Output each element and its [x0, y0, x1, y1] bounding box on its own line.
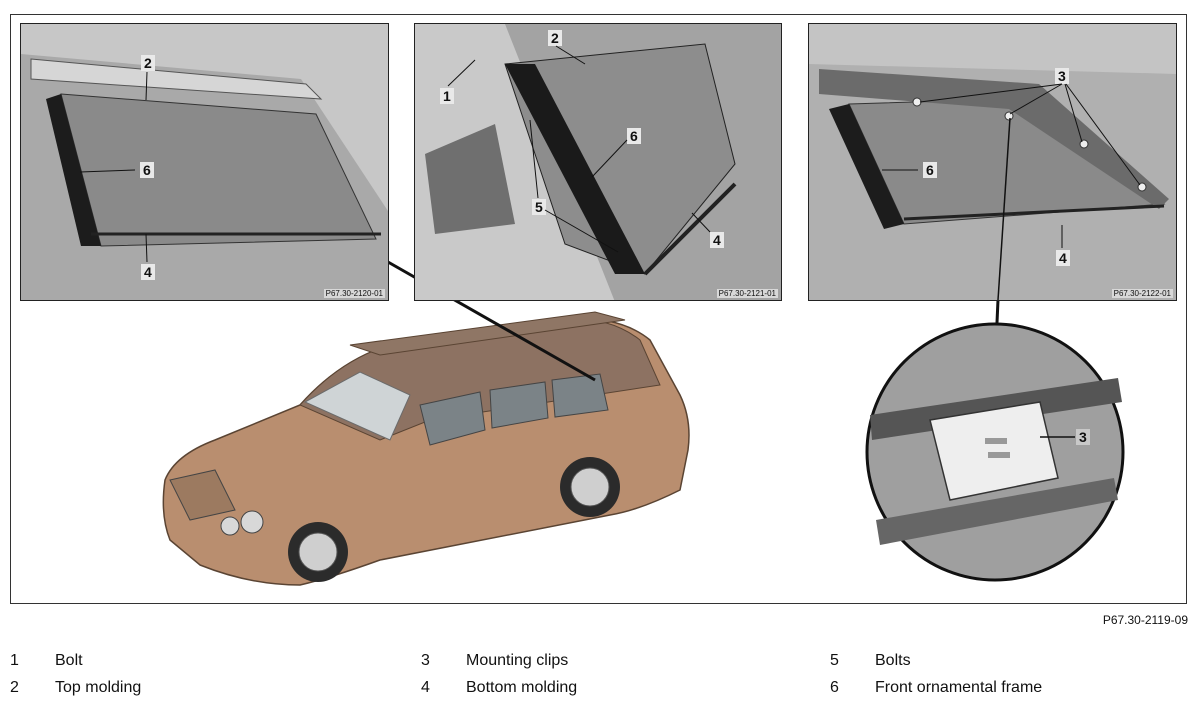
legend-number: 6 — [830, 679, 839, 696]
legend-item: 5 Bolts — [830, 651, 1130, 671]
legend-item: 2 Top molding — [10, 678, 310, 698]
legend-label: Mounting clips — [466, 652, 569, 669]
photo-panel-3: P67.30-2122-01 — [808, 23, 1177, 301]
legend-number: 4 — [421, 679, 430, 696]
callout-label: 2 — [548, 30, 562, 46]
legend-number: 5 — [830, 652, 839, 669]
callout-label: 2 — [141, 55, 155, 71]
figure-code: P67.30-2119-09 — [1102, 613, 1188, 627]
callout-label: 4 — [1056, 250, 1070, 266]
legend-item: 1 Bolt — [10, 651, 310, 671]
callout-label: 3 — [1055, 68, 1069, 84]
car-illustration — [162, 311, 690, 586]
legend-label: Bolts — [875, 652, 911, 669]
callout-label: 6 — [140, 162, 154, 178]
legend-number: 3 — [421, 652, 430, 669]
callout-label: 6 — [627, 128, 641, 144]
callout-label: 5 — [532, 199, 546, 215]
callout-label: 1 — [440, 88, 454, 104]
callout-label: 4 — [141, 264, 155, 280]
callout-label: 4 — [710, 232, 724, 248]
panel-code: P67.30-2122-01 — [1111, 289, 1173, 298]
legend-item: 4 Bottom molding — [421, 678, 721, 698]
legend-label: Bolt — [55, 652, 83, 669]
panel-code: P67.30-2120-01 — [323, 289, 385, 298]
legend-number: 1 — [10, 652, 19, 669]
callout-label: 3 — [1076, 429, 1090, 445]
detail-circle — [865, 322, 1125, 582]
legend-item: 6 Front ornamental frame — [830, 678, 1130, 698]
photo-panel-1: P67.30-2120-01 — [20, 23, 389, 301]
legend-item: 3 Mounting clips — [421, 651, 721, 671]
photo-panel-2: P67.30-2121-01 — [414, 23, 782, 301]
callout-label: 6 — [923, 162, 937, 178]
panel-code: P67.30-2121-01 — [716, 289, 778, 298]
legend-number: 2 — [10, 679, 19, 696]
legend-label: Top molding — [55, 679, 142, 696]
legend-label: Bottom molding — [466, 679, 578, 696]
mounting-clip-detail — [929, 401, 1059, 501]
legend-label: Front ornamental frame — [875, 679, 1043, 696]
